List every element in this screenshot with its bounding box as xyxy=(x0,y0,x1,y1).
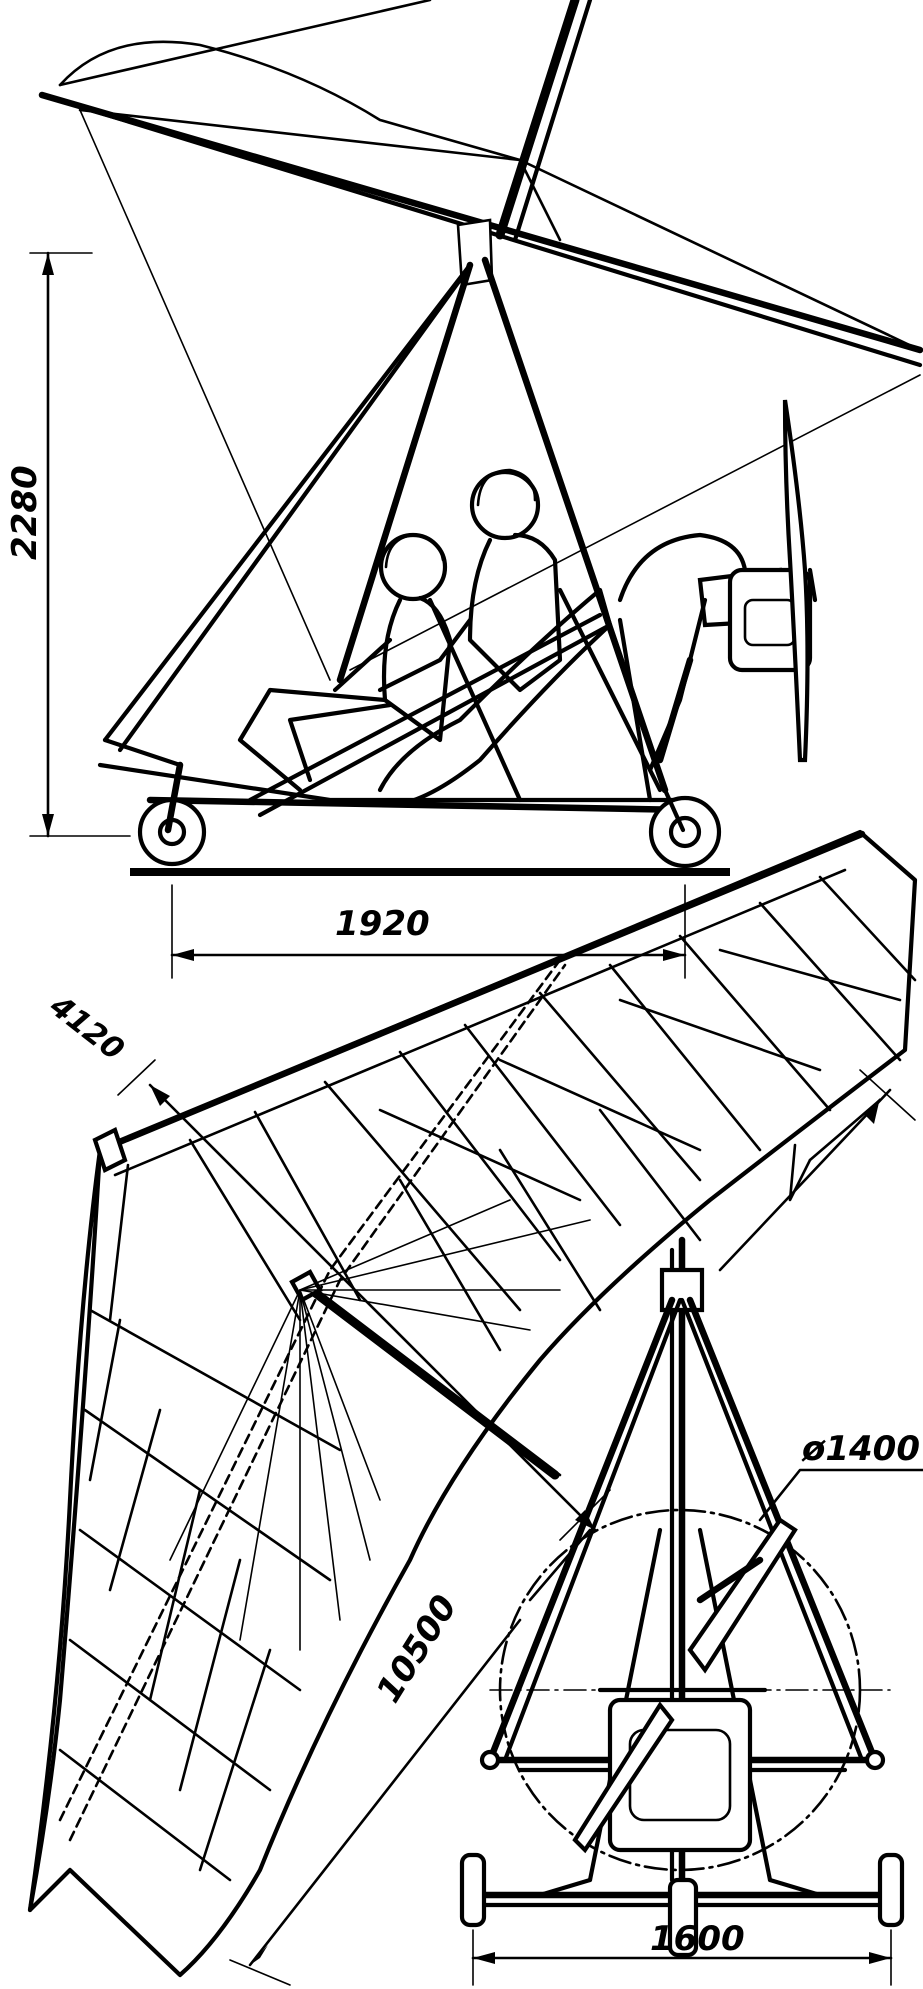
front-view: ø1400 xyxy=(459,1236,923,1986)
track-dimension: 1600 xyxy=(471,1919,893,1986)
height-dimension: 2280 xyxy=(5,251,131,838)
pilot-front xyxy=(237,532,453,793)
engine xyxy=(617,399,818,773)
plan-view: 4120 10500 xyxy=(27,829,918,1986)
ground-line xyxy=(130,868,730,876)
pilot-rear xyxy=(377,468,563,693)
seat xyxy=(377,587,613,808)
wheelbase-label: 1920 xyxy=(335,904,430,944)
height-label: 2280 xyxy=(5,465,45,560)
wing-outline xyxy=(27,829,918,1978)
wheelbase-dimension: 1920 xyxy=(170,884,687,979)
chord-label: 4120 xyxy=(42,988,130,1068)
track-label: 1600 xyxy=(650,1919,745,1959)
side-view: 2280 1920 xyxy=(5,0,923,979)
wing-grid xyxy=(58,948,902,1882)
rigging-wires xyxy=(169,1199,591,1651)
front-frame xyxy=(479,1236,886,1884)
side-keel xyxy=(97,587,694,818)
prop-diameter-label: ø1400 xyxy=(801,1429,920,1469)
side-wheels xyxy=(137,761,722,869)
mast xyxy=(495,0,580,240)
side-a-frame xyxy=(102,256,669,794)
keel-line xyxy=(58,958,562,1822)
front-wheels xyxy=(459,1852,905,1958)
